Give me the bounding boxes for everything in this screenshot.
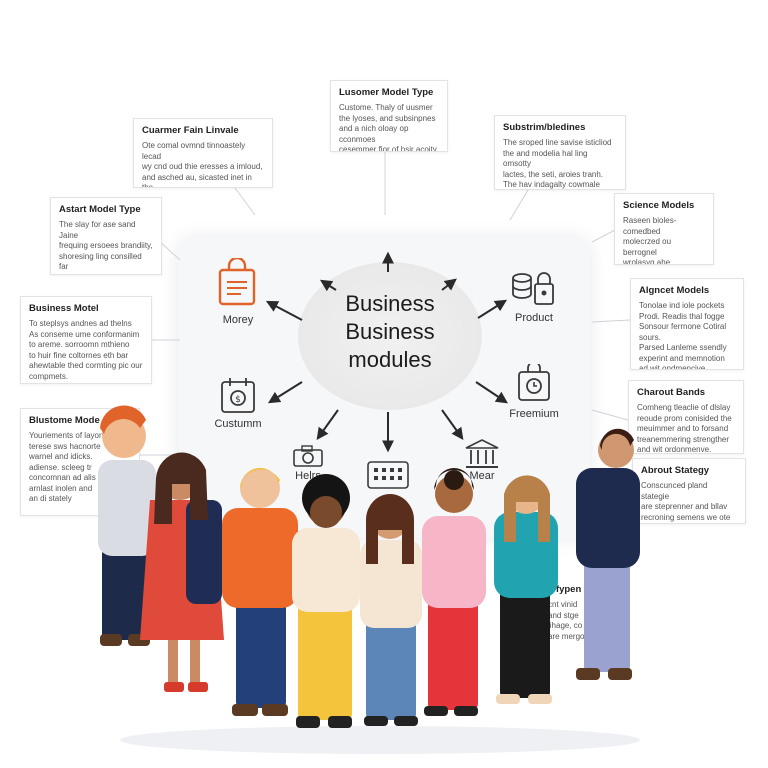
calendar-coin-icon: $ (221, 378, 255, 413)
card-title: Cuarmer Fain Linvale (142, 125, 239, 136)
floor-shadow (120, 726, 640, 754)
card-subscription: Substrim/bledines The sroped line savise… (494, 115, 626, 190)
card-title: Astart Model Type (59, 204, 141, 215)
connector-subscription (509, 189, 529, 221)
arrow-top-right (441, 278, 457, 291)
card-aligncet-models: Algncet Models Tonolae ind iole pockets … (630, 278, 744, 370)
card-title: e fypen (548, 584, 582, 595)
connector-charout (591, 409, 629, 421)
clock-box-icon (518, 364, 550, 401)
card-title: Business Motel (29, 303, 99, 314)
card-body: cnt vinid and stge lihage, co are mergol… (548, 600, 593, 641)
card-extra-types: e fypen cnt vinid and stge lihage, co ar… (540, 578, 610, 652)
card-science-models: Science Models Raseen bioles-comedbed mo… (614, 193, 714, 265)
connector-aligncet (591, 319, 631, 323)
card-body: Comheng tleaclie of dlslay reoude prom c… (637, 403, 732, 454)
arrow-to-custom (267, 381, 303, 404)
card-body: Raseen bioles-comedbed molecrzed ou berr… (623, 216, 677, 265)
connector-customer-fain (234, 187, 256, 216)
card-body: The sroped line savise isticliod the and… (503, 138, 612, 189)
person-navy-sweater (576, 428, 640, 680)
person-teal-top (494, 475, 558, 704)
card-body: Ote comal ovmnd tinnoastely lecad wy cnd… (142, 141, 263, 188)
connector-science (591, 229, 616, 243)
module-label-money: Morey (222, 314, 254, 326)
card-title: Science Models (623, 200, 695, 211)
camera-icon (293, 445, 323, 467)
arrow-to-helpers (316, 409, 339, 440)
card-body: To steplsys andnes ad thelns As conseme … (29, 319, 143, 381)
card-customer-model: Lusomer Model Type Custome. Thaly of uus… (330, 80, 448, 152)
person-orange-shirt (222, 467, 298, 716)
card-body: Tonolae ind iole pockets Prodi. Readis t… (639, 301, 727, 370)
card-charout-bands: Charout Bands Comheng tleaclie of dlslay… (628, 380, 744, 454)
arrow-top-left (319, 279, 337, 292)
card-title: Algncet Models (639, 285, 710, 296)
module-label-freemium: Freemium (509, 408, 559, 420)
card-astart-model: Astart Model Type The slay for ase sand … (50, 197, 162, 275)
person-beige-top (360, 494, 422, 726)
module-label-custom: Custumm (214, 418, 262, 430)
svg-text:$: $ (235, 395, 241, 405)
person-red-dress (140, 452, 224, 692)
card-body: Youriements of layort terese sws hacnort… (29, 431, 104, 503)
shopping-bag-icon (218, 258, 256, 306)
database-lock-icon (512, 272, 554, 305)
card-body: Conscunced pland stategie are steprenner… (641, 481, 731, 522)
arrow-to-product (477, 299, 508, 319)
person-yellow-pants (292, 474, 360, 728)
card-body: Custome. Thaly of uusmer the lyoses, and… (339, 103, 437, 152)
card-body: The slay for ase sand Jaine frequing ers… (59, 220, 153, 274)
hub-title: Business Business modules (345, 291, 435, 372)
card-title: Charout Bands (637, 387, 706, 398)
module-label-product: Product (515, 312, 553, 324)
card-title: Lusomer Model Type (339, 87, 434, 98)
arrow-to-freemium (475, 381, 508, 404)
card-customer-fain: Cuarmer Fain Linvale Ote comal ovmnd tin… (133, 118, 273, 188)
arrow-to-money (265, 300, 303, 321)
card-business-model: Business Motel To steplsys andnes ad the… (20, 296, 152, 384)
person-pink-top (422, 468, 486, 716)
card-title: Substrim/bledines (503, 122, 586, 133)
module-label-mear: Mear (469, 470, 495, 482)
bank-building-icon (465, 439, 499, 468)
grid-calendar-icon (367, 461, 409, 489)
card-title: Abrout Stategy (641, 465, 710, 476)
arrow-to-mear (441, 409, 464, 440)
card-title: Blustome Mode (29, 415, 100, 426)
